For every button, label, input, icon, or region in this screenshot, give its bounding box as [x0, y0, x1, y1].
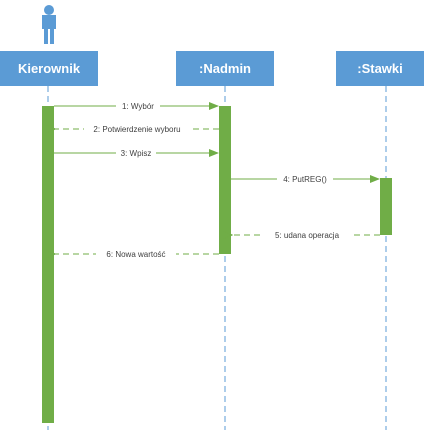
participant-box-nadmin[interactable]	[176, 51, 274, 86]
activation-bars	[42, 106, 392, 423]
message-6[interactable]: 6: Nowa wartość	[55, 249, 219, 259]
participant-kierownik[interactable]: Kierownik	[0, 51, 98, 86]
participant-label-kierownik: Kierownik	[18, 61, 81, 76]
message-3-label-bg	[116, 148, 156, 158]
participant-box-kierownik[interactable]	[0, 51, 98, 86]
message-6-label-bg	[96, 249, 176, 259]
activation-stawki	[380, 178, 392, 235]
message-2-label: 2: Potwierdzenie wyboru	[93, 125, 180, 134]
message-2-label-bg	[84, 124, 190, 134]
message-5-label: 5: udana operacja	[275, 231, 340, 240]
message-1-label-bg	[116, 101, 160, 111]
message-4[interactable]: 4: PutREG()	[231, 174, 380, 184]
message-4-label: 4: PutREG()	[283, 175, 327, 184]
message-2[interactable]: 2: Potwierdzenie wyboru	[55, 124, 219, 134]
message-6-label: 6: Nowa wartość	[106, 250, 165, 259]
message-1[interactable]: 1: Wybór	[54, 101, 219, 111]
messages: 1: Wybór 2: Potwierdzenie wyboru 3: Wpis…	[54, 101, 380, 259]
person-icon	[42, 5, 56, 44]
participant-nadmin[interactable]: :Nadmin	[176, 51, 274, 86]
message-3[interactable]: 3: Wpisz	[54, 148, 219, 158]
message-3-label: 3: Wpisz	[121, 149, 152, 158]
message-4-label-bg	[277, 174, 333, 184]
message-5-label-bg	[263, 230, 351, 240]
participant-label-nadmin: :Nadmin	[199, 61, 251, 76]
participant-stawki[interactable]: :Stawki	[336, 51, 424, 86]
participant-label-stawki: :Stawki	[357, 61, 403, 76]
activation-kierownik	[42, 106, 54, 423]
participant-box-stawki[interactable]	[336, 51, 424, 86]
message-1-label: 1: Wybór	[122, 102, 154, 111]
activation-nadmin	[219, 106, 231, 254]
message-5[interactable]: 5: udana operacja	[232, 230, 380, 240]
